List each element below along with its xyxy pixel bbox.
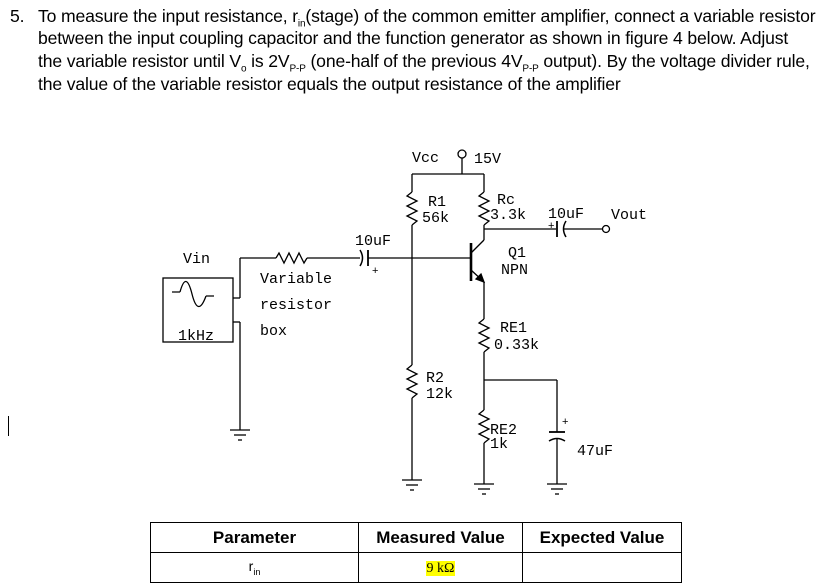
cell-measured[interactable]: 9 kΩ	[358, 552, 523, 583]
cout-label: 10uF	[548, 206, 584, 223]
question-line-1: To measure the input resistance, rin(sta…	[38, 6, 816, 30]
r1-label: R1	[428, 194, 446, 211]
cin-plate-1	[359, 249, 364, 267]
q1-emitter-arrow	[474, 272, 486, 284]
r2-value: 12k	[426, 386, 453, 403]
q1-type: NPN	[501, 262, 528, 279]
cin-plus: +	[372, 265, 378, 277]
q1-label: Q1	[508, 245, 526, 262]
r1-resistor	[405, 191, 419, 226]
ce-label: 47uF	[577, 443, 613, 460]
question-line-2: between the input coupling capacitor and…	[38, 28, 789, 48]
rc-resistor	[477, 191, 491, 226]
ce-plus: +	[562, 416, 568, 428]
variable-resistor	[275, 251, 308, 265]
cin-label: 10uF	[355, 233, 391, 250]
r2-resistor	[405, 364, 419, 399]
table-header-row: Parameter Measured Value Expected Value	[150, 522, 682, 553]
variable-label-3: box	[260, 323, 287, 340]
vcc-terminal	[457, 149, 467, 159]
vcc-label: Vcc	[412, 150, 439, 167]
parameter-table: Parameter Measured Value Expected Value …	[150, 522, 682, 583]
function-generator	[162, 277, 234, 343]
text-cursor	[8, 416, 9, 436]
question-line-4: the value of the variable resistor equal…	[38, 74, 621, 94]
cout-plus: +	[548, 220, 554, 232]
question-number: 5.	[10, 6, 25, 26]
re2-label: RE2	[490, 422, 517, 439]
header-parameter: Parameter	[150, 522, 359, 553]
vout-terminal	[601, 224, 611, 234]
r2-label: R2	[426, 370, 444, 387]
q1-collector-lead	[470, 239, 485, 254]
variable-label-2: resistor	[260, 297, 332, 314]
re1-resistor	[477, 318, 491, 353]
question-line-3: the variable resistor until Vo is 2VP-P …	[38, 51, 810, 75]
r1-value: 56k	[422, 210, 449, 227]
rc-value: 3.3k	[490, 207, 526, 224]
sine-wave-icon	[172, 280, 214, 308]
variable-label-1: Variable	[260, 271, 332, 288]
rc-label: Rc	[497, 192, 515, 209]
generator-frequency: 1kHz	[178, 328, 214, 345]
vin-label: Vin	[183, 251, 210, 268]
re1-value: 0.33k	[494, 337, 539, 354]
table-row: rin 9 kΩ	[150, 552, 682, 583]
measured-value-highlight: 9 kΩ	[425, 560, 456, 576]
cell-expected[interactable]	[522, 552, 682, 583]
vout-label: Vout	[611, 207, 647, 224]
circuit-diagram: Vcc 15V R1 56k Rc 3.3k 10uF + Vout Q1 NP…	[162, 149, 647, 495]
cell-parameter: rin	[150, 552, 359, 583]
header-measured: Measured Value	[358, 522, 523, 553]
header-expected: Expected Value	[522, 522, 682, 553]
re2-resistor	[477, 409, 491, 444]
vcc-value: 15V	[474, 151, 501, 168]
re2-value: 1k	[490, 436, 508, 453]
re1-label: RE1	[500, 320, 527, 337]
